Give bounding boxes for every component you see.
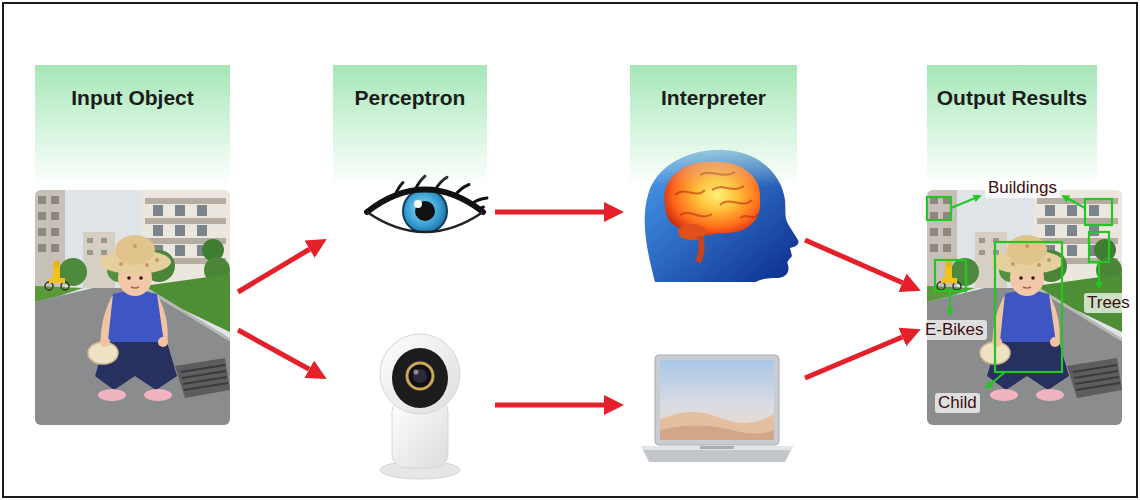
column-band: Interpreter (630, 65, 797, 475)
column-heading: Input Object (71, 85, 194, 111)
object-label: Child (935, 393, 980, 413)
flow-arrow (495, 403, 604, 408)
object-label: Buildings (985, 178, 1060, 198)
column-heading: Perceptron (355, 85, 466, 111)
flow-arrow (805, 240, 903, 283)
flow-arrow (238, 330, 309, 369)
column-heading: Interpreter (661, 85, 766, 111)
flow-arrow (238, 249, 310, 292)
column-band: Input Object (35, 65, 230, 440)
object-label: Trees (1084, 293, 1133, 313)
column-band: Output Results (927, 65, 1097, 440)
object-label: E-Bikes (922, 320, 987, 340)
column-heading: Output Results (937, 85, 1088, 111)
flow-arrow (495, 210, 604, 215)
leader-arrows-part (1098, 262, 1100, 288)
column-band: Perceptron (333, 65, 487, 485)
flow-arrow (805, 337, 902, 378)
